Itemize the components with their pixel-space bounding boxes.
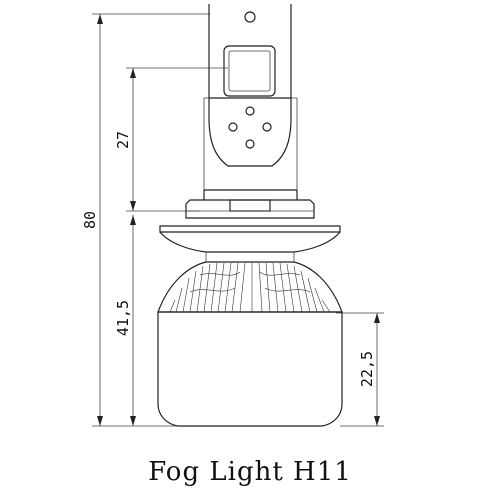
dimension-base-height: 22,5 xyxy=(336,312,384,427)
led-blade xyxy=(203,4,298,190)
driver-base xyxy=(157,311,343,427)
bulb-flange xyxy=(159,225,341,262)
bulb-collar xyxy=(185,189,315,219)
dimension-lower-section: 41,5 xyxy=(114,215,136,426)
heatsink-fins xyxy=(157,261,343,313)
dim-label-22-5: 22,5 xyxy=(358,351,376,387)
dimension-upper-section: 27 xyxy=(114,67,228,212)
dim-label-80: 80 xyxy=(81,211,99,229)
dim-label-41-5: 41,5 xyxy=(114,300,132,336)
dim-label-27: 27 xyxy=(114,131,132,149)
dimension-overall-height: 80 xyxy=(81,13,210,427)
product-caption: Fog Light H11 xyxy=(148,457,352,487)
